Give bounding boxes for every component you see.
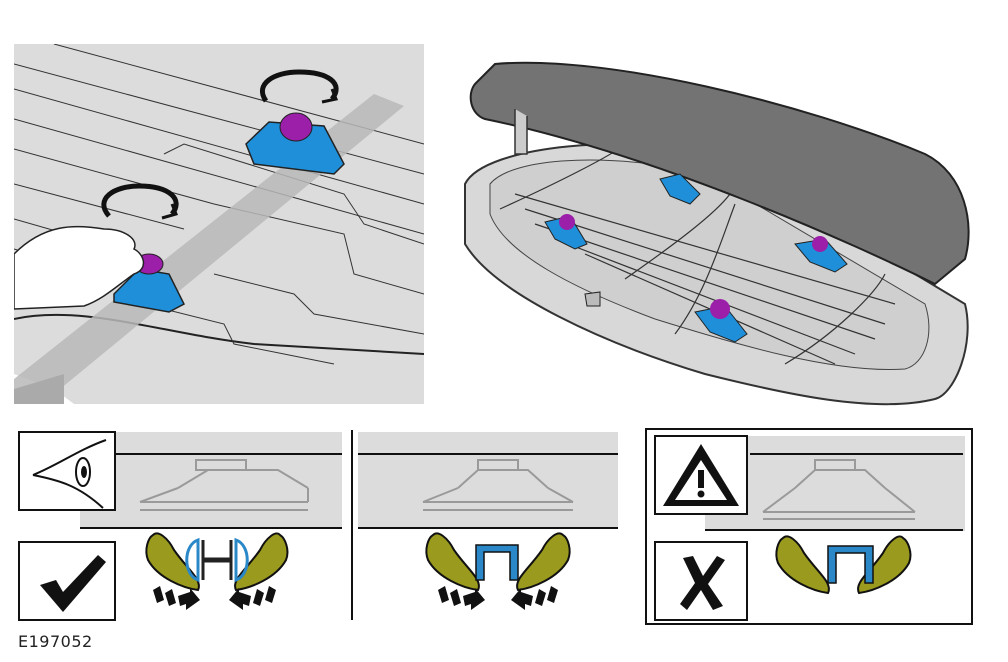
rail-profile-u xyxy=(475,544,519,581)
panel-incorrect xyxy=(645,428,975,626)
rail-profile-h xyxy=(185,537,249,583)
panel-tighten-knobs xyxy=(14,44,424,404)
figure-reference-id: E197052 xyxy=(18,632,93,651)
panel-clamp-engaged xyxy=(358,430,628,625)
rotate-arrow-icon-bottom xyxy=(101,183,179,220)
hook-left xyxy=(145,532,200,592)
hook-right xyxy=(234,532,289,592)
roof-box-clamps xyxy=(544,173,848,343)
eye-inspect-icon xyxy=(18,431,116,511)
clamp-top xyxy=(245,112,345,175)
check-mark-icon xyxy=(18,541,116,621)
warning-triangle-icon xyxy=(654,435,748,515)
panel-roof-box xyxy=(455,44,985,414)
squeeze-arrows xyxy=(153,586,276,610)
panel-correct xyxy=(18,430,348,625)
rail-profile-u-wrong xyxy=(827,545,874,584)
hand xyxy=(14,225,145,310)
rotate-arrow-icon-top xyxy=(259,69,339,104)
panel-divider xyxy=(351,430,353,620)
cross-mark-icon xyxy=(654,541,748,621)
